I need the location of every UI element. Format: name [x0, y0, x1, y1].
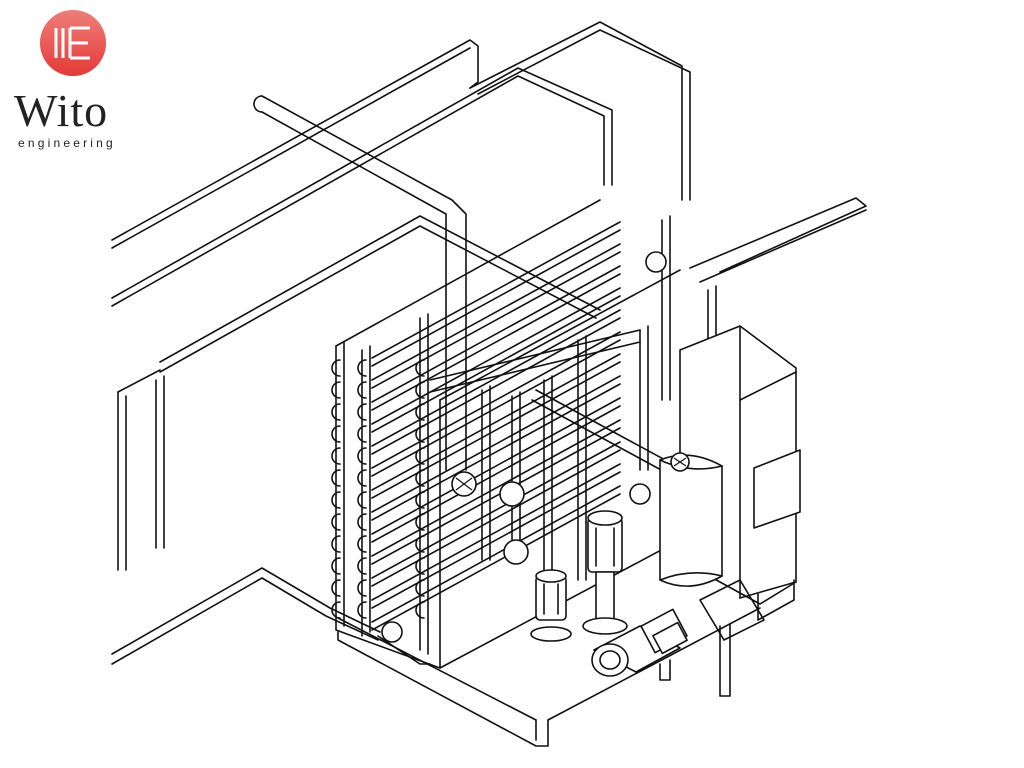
exchanger-tube — [371, 265, 621, 403]
u-bend — [415, 557, 425, 575]
u-bend — [331, 579, 341, 597]
u-bend — [357, 469, 367, 487]
exchanger-tube — [371, 287, 621, 425]
logo-tagline: engineering — [18, 136, 116, 150]
u-bend — [415, 535, 425, 553]
u-bend — [415, 513, 425, 531]
u-bend — [415, 447, 425, 465]
u-bend — [357, 601, 367, 619]
process-tank — [659, 454, 723, 587]
u-bend — [415, 381, 425, 399]
u-bend — [357, 403, 367, 421]
u-bend — [415, 469, 425, 487]
pump-vertical-1 — [582, 510, 628, 635]
base-frame — [337, 579, 765, 747]
company-logo: Wito engineering — [8, 8, 138, 150]
u-bend — [415, 425, 425, 443]
exchanger-tube — [371, 419, 621, 557]
heat-exchanger-bundle — [331, 199, 681, 669]
u-bend — [331, 469, 341, 487]
u-bend — [357, 491, 367, 509]
u-bend — [357, 557, 367, 575]
u-bend — [357, 513, 367, 531]
logo-badge-icon — [40, 10, 106, 76]
exchanger-tube — [371, 309, 621, 447]
u-bend — [357, 381, 367, 399]
pump-vertical-2 — [530, 569, 572, 642]
u-bend — [415, 579, 425, 597]
u-bend — [331, 491, 341, 509]
u-bend — [357, 425, 367, 443]
u-bend — [331, 535, 341, 553]
u-bend — [415, 491, 425, 509]
u-bend — [331, 557, 341, 575]
u-bend — [331, 425, 341, 443]
u-bend — [357, 447, 367, 465]
u-bend — [331, 403, 341, 421]
u-bend — [331, 447, 341, 465]
u-bend — [331, 359, 341, 377]
logo-wordmark: Wito — [14, 85, 109, 136]
u-bend — [357, 535, 367, 553]
u-bend — [357, 579, 367, 597]
exchanger-tube — [371, 463, 621, 601]
exchanger-tube — [371, 243, 621, 381]
exchanger-tube — [371, 273, 621, 411]
valves — [451, 251, 690, 565]
u-bend — [331, 513, 341, 531]
u-bend — [415, 359, 425, 377]
u-bend — [357, 359, 367, 377]
u-bend — [331, 381, 341, 399]
exchanger-tube — [371, 441, 621, 579]
u-bend — [415, 403, 425, 421]
exchanger-tube — [371, 251, 621, 389]
exchanger-tube — [371, 485, 621, 623]
exchanger-tube — [371, 221, 621, 359]
u-bend — [415, 601, 425, 619]
exchanger-tube — [371, 229, 621, 367]
pump-horizontal — [591, 608, 688, 677]
overhead-piping — [111, 21, 867, 665]
